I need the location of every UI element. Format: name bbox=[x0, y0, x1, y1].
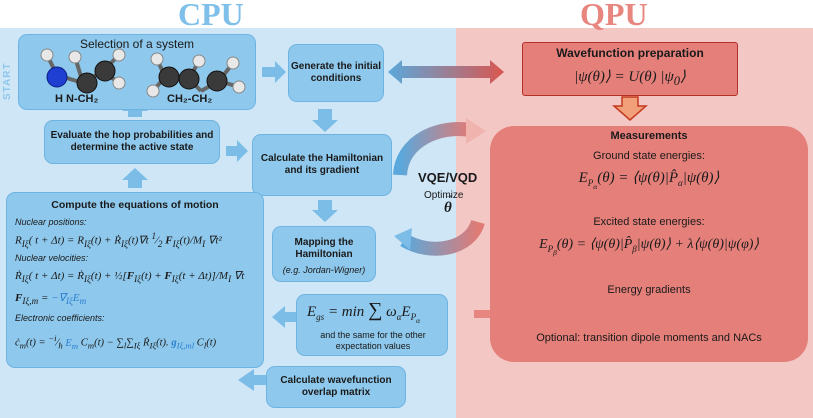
hamiltonian-box: Calculate the Hamiltonian and its gradie… bbox=[252, 134, 392, 196]
eom-title: Compute the equations of motion bbox=[51, 199, 219, 211]
hop-box: Evaluate the hop probabilities and deter… bbox=[44, 120, 220, 164]
nuc-pos-label: Nuclear positions: bbox=[15, 217, 87, 227]
arrow-system-generate bbox=[262, 61, 286, 83]
eom-box: Compute the equations of motion Nuclear … bbox=[6, 192, 264, 368]
wf-prep-box: Wavefunction preparation |ψ(θ)⟩ = U(θ) |… bbox=[522, 42, 738, 96]
elec-label: Electronic coefficients: bbox=[15, 313, 105, 323]
mapping-sub: (e.g. Jordan-Wigner) bbox=[282, 265, 366, 275]
arrow-hamiltonian-mapping bbox=[312, 200, 338, 222]
system-box: Selection of a system H N-CH₂ CH₂-CH₂ bbox=[18, 34, 256, 110]
egs-note: and the same for the other expectation v… bbox=[320, 330, 426, 351]
molecule-1-label: H N-CH₂ bbox=[55, 93, 99, 105]
arrow-generate-hamiltonian bbox=[312, 109, 338, 132]
egs-formula: Egs = min ∑ ωαEPα bbox=[307, 299, 421, 325]
vqe-optimize: Optimize bbox=[424, 190, 464, 201]
measurements-box: Measurements Ground state energies: EPα(… bbox=[490, 126, 808, 362]
vqe-loop-upper bbox=[393, 122, 472, 176]
cpu-header: CPU bbox=[178, 0, 244, 32]
gradients-label: Energy gradients bbox=[607, 284, 691, 296]
force-eq: FIξ,m = −∇IξEm bbox=[15, 292, 87, 307]
ground-label: Ground state energies: bbox=[593, 150, 705, 162]
vqe-loop-lower bbox=[400, 219, 485, 256]
ground-eq: EPα(θ) = ⟨ψ(θ)|P̂α|ψ(θ)⟩ bbox=[578, 170, 720, 191]
mapping-title: Mapping the Hamiltonian bbox=[294, 237, 354, 260]
arrow-wf-meas bbox=[612, 96, 648, 121]
wf-prep-eq: |ψ(θ)⟩ = U(θ) |ψ0⟩ bbox=[574, 69, 686, 88]
measurements-title: Measurements bbox=[610, 130, 688, 142]
arrow-hop-hamiltonian bbox=[226, 140, 248, 162]
arrow-egs-eom bbox=[272, 306, 296, 328]
mapping-box: Mapping the Hamiltonian (e.g. Jordan-Wig… bbox=[272, 226, 376, 282]
arrow-overlap-eom bbox=[238, 369, 268, 391]
system-title: Selection of a system bbox=[79, 37, 195, 51]
vqe-label: VQE/VQD bbox=[418, 170, 478, 185]
qpu-header: QPU bbox=[580, 0, 648, 32]
generate-box: Generate the initial conditions bbox=[288, 44, 384, 102]
nuc-vel-label: Nuclear velocities: bbox=[15, 253, 89, 263]
excited-label: Excited state energies: bbox=[593, 216, 705, 228]
excited-eq: EPβ(θ) = ⟨ψ(θ)|P̂β|ψ(θ)⟩ + λ⟨ψ(θ)|ψ(φ)⟩ bbox=[539, 237, 759, 257]
arrow-eom-hop bbox=[122, 168, 148, 188]
wf-prep-title: Wavefunction preparation bbox=[556, 46, 704, 60]
arrow-generate-wavefunction bbox=[388, 60, 504, 84]
optional-label: Optional: transition dipole moments and … bbox=[536, 332, 762, 344]
egs-box: Egs = min ∑ ωαEPα and the same for the o… bbox=[296, 294, 448, 356]
vqe-theta: →θ bbox=[444, 190, 454, 216]
nuc-pos-eq: RIξ( t + Δt) = RIξ(t) + ṘIξ(t)∇t 1⁄2 FIξ… bbox=[15, 231, 222, 249]
elec-eq: ċm(t) = −i⁄ħ Em Cm(t) − ∑l∑Iξ ṘIξ(t). gI… bbox=[15, 333, 217, 351]
molecule-diagram bbox=[40, 48, 246, 98]
overlap-box: Calculate wavefunction overlap matrix bbox=[266, 366, 406, 408]
molecule-2-label: CH₂-CH₂ bbox=[167, 93, 213, 105]
nuc-vel-eq: ṘIξ( t + Δt) = ṘIξ(t) + ½[FIξ(t) + FIξ(t… bbox=[15, 270, 245, 285]
